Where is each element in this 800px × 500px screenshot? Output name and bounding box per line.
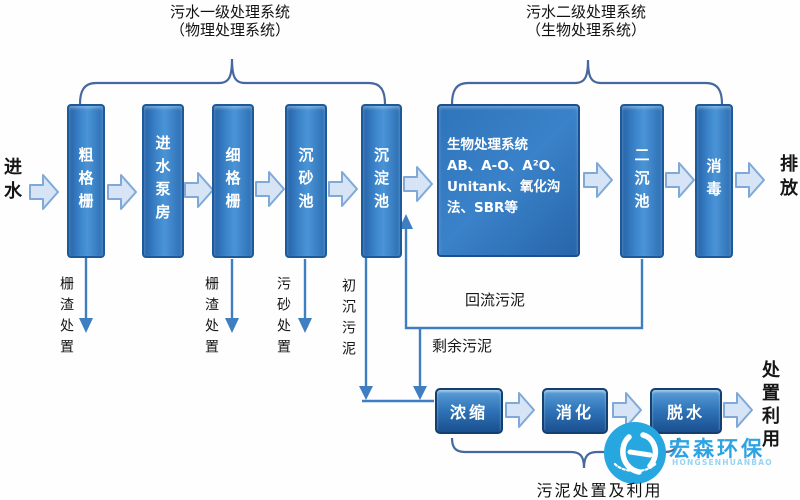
bio-box-line1: 生物处理系统 (447, 137, 528, 153)
bio-box-line2: AB、A-O、A²O、 (447, 158, 564, 174)
up-arrowhead (399, 214, 413, 229)
brand-name: 宏森环保 (669, 437, 765, 461)
inflow-label: 进水 (1, 157, 22, 205)
stage-box-coarse-screen: 粗格栅 (67, 104, 105, 258)
excess-sludge-label: 剩余污泥 (432, 337, 493, 355)
stage-box-primary-sedimentation: 沉淀池 (361, 104, 402, 258)
stage-box-disinfection: 消毒 (695, 104, 733, 258)
bio-treatment-box: 生物处理系统 AB、A-O、A²O、 Unitank、氧化沟 法、SBR等 (437, 104, 580, 257)
sludge-brace (450, 437, 680, 469)
sludge-box-thickening: 浓缩 (435, 388, 503, 434)
stage-label: 粗格栅 (76, 146, 95, 216)
secondary-system-title: 污水二级处理系统 （生物处理系统） (470, 3, 702, 39)
coarse-residue-label: 栅渣处置 (58, 276, 74, 360)
logo-h-icon (613, 432, 659, 475)
stage-label: 二沉池 (632, 146, 651, 216)
stage-box-fine-screen: 细格栅 (212, 104, 254, 258)
secondary-system-title-line2: （生物处理系统） (525, 21, 646, 39)
logo-arc-text (613, 461, 658, 473)
grit-disposal-label: 污砂处置 (275, 276, 291, 360)
brand-subtext: HONGSENHUANBAO (672, 458, 773, 467)
primary-sludge-label: 初沉污泥 (340, 278, 356, 362)
secondary-system-title-line1: 污水二级处理系统 (525, 3, 646, 21)
outflow-label: 排放 (777, 154, 798, 202)
return-sludge-label: 回流污泥 (465, 291, 526, 309)
stage-box-secondary-sedimentation: 二沉池 (620, 104, 664, 258)
bio-box-line3: Unitank、氧化沟 (447, 179, 561, 195)
secondary-system-brace (450, 59, 724, 105)
primary-system-brace (78, 58, 387, 105)
sludge-box-digestion: 消化 (542, 388, 608, 434)
stage-label: 沉砂池 (296, 146, 315, 216)
down-arrowhead (359, 386, 373, 400)
sludge-box-dewatering: 脱水 (650, 388, 722, 434)
sludge-stage-label: 消化 (555, 403, 594, 422)
stage-label: 细格栅 (223, 146, 242, 216)
down-arrowhead (298, 318, 312, 333)
primary-system-title: 污水一级处理系统 （物理处理系统） (114, 3, 346, 39)
stage-label: 消毒 (704, 158, 723, 204)
sludge-caption: 污泥处置及利用 (536, 481, 663, 500)
sludge-stage-label: 浓缩 (449, 403, 488, 422)
bio-box-line4: 法、SBR等 (447, 200, 518, 216)
stage-label: 沉淀池 (372, 146, 390, 216)
down-arrowhead (225, 318, 239, 333)
primary-system-title-line2: （物理处理系统） (169, 21, 290, 39)
stage-label: 进水泵房 (153, 135, 172, 227)
return-sludge-line (404, 228, 644, 330)
primary-system-title-line1: 污水一级处理系统 (169, 3, 290, 21)
stage-box-inlet-pump: 进水泵房 (142, 104, 184, 258)
sludge-stage-label: 脱水 (666, 403, 705, 422)
disposal-end-label: 处置利用 (759, 360, 780, 452)
fine-residue-label: 栅渣处置 (203, 276, 219, 360)
down-arrowhead (413, 386, 427, 400)
stage-box-grit-chamber: 沉砂池 (285, 104, 327, 258)
down-arrowhead (79, 318, 93, 333)
